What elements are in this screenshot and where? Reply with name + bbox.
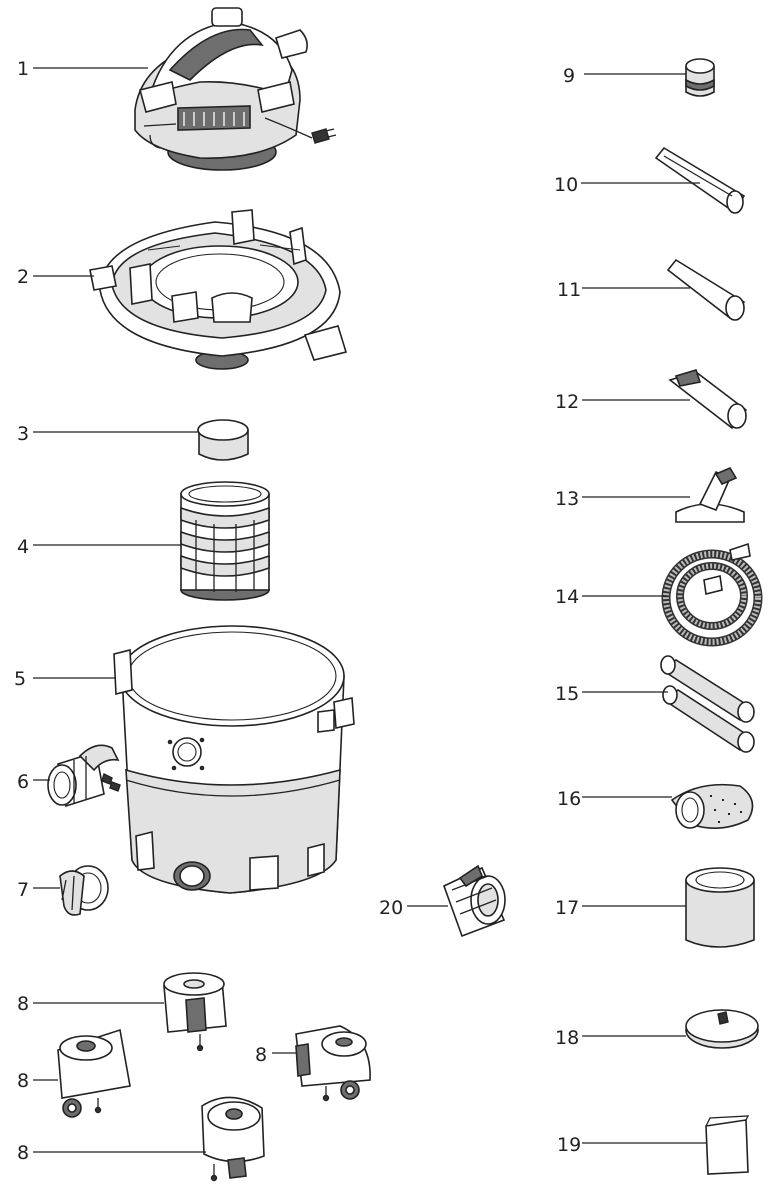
part-utility-nozzle: [668, 369, 748, 430]
callout-label: 13: [555, 488, 579, 510]
callout-label: 2: [17, 266, 29, 288]
part-hose: [661, 542, 763, 647]
callout-label: 9: [563, 65, 575, 87]
part-cartridge-filter: [685, 867, 755, 948]
callout-label: 20: [379, 897, 403, 919]
callout-label: 5: [14, 668, 26, 690]
part-caster-foot: [295, 1025, 371, 1102]
part-caster-foot: [201, 1096, 265, 1182]
part-lid: [89, 209, 348, 370]
callout-label: 1: [17, 58, 29, 80]
callout-label: 19: [557, 1134, 581, 1156]
callout-label: 14: [555, 586, 579, 608]
callout-label: 12: [555, 391, 579, 413]
part-caster-foot: [57, 1028, 131, 1118]
callout-label: 4: [17, 536, 29, 558]
part-adapter: [685, 58, 715, 97]
part-caster-foot: [163, 972, 227, 1052]
callout-label: 3: [17, 423, 29, 445]
callout-label: 7: [17, 879, 29, 901]
callout-label: 8: [17, 993, 29, 1015]
part-crevice-tool: [666, 258, 746, 321]
part-extension-wands: [660, 655, 755, 753]
part-dust-bag: [670, 783, 754, 829]
part-inlet-adapter: [47, 744, 121, 808]
callout-label: 15: [555, 683, 579, 705]
part-filter-retainer: [685, 1009, 759, 1049]
callout-label: 8: [17, 1070, 29, 1092]
callout-label: 8: [255, 1044, 267, 1066]
part-extension-wand: [654, 146, 746, 214]
callout-label: 16: [557, 788, 581, 810]
part-tank: [113, 625, 355, 894]
callout-label: 10: [554, 174, 578, 196]
callout-label: 8: [17, 1142, 29, 1164]
part-motor-head: [134, 7, 337, 171]
callout-label: 6: [17, 771, 29, 793]
part-drain-cap: [59, 865, 109, 916]
part-floor-nozzle: [675, 466, 745, 523]
callout-label: 18: [555, 1027, 579, 1049]
callout-label: 17: [555, 897, 579, 919]
part-filter-cage: [180, 481, 270, 601]
part-hose-connector: [443, 864, 506, 938]
part-float: [197, 419, 249, 461]
callout-label: 11: [557, 279, 581, 301]
part-manual: [705, 1115, 750, 1175]
